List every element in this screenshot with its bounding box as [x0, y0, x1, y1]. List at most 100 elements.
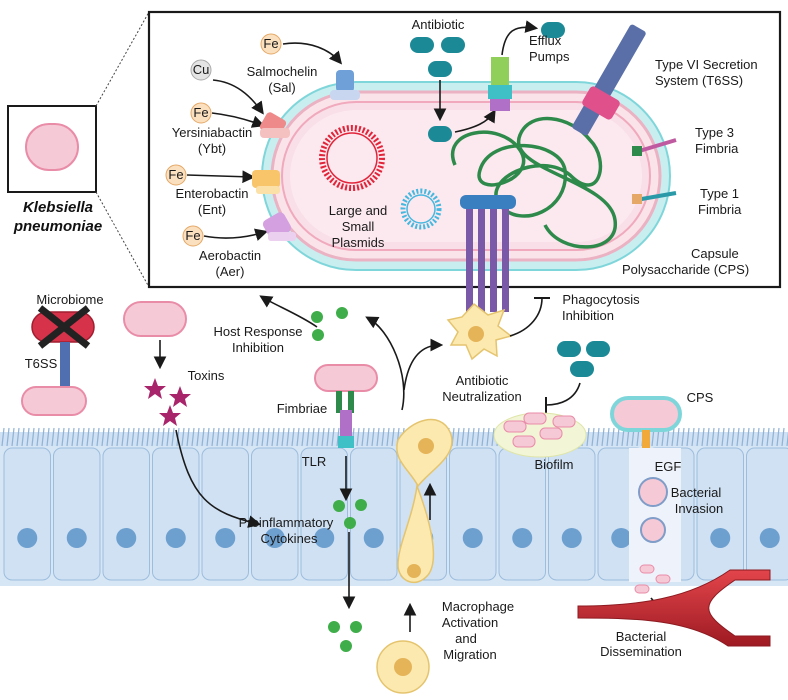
- fe-ion-label-sal: Fe: [263, 36, 278, 51]
- cilium: [76, 427, 80, 447]
- cilium: [151, 427, 155, 447]
- cell-nucleus: [759, 528, 780, 548]
- cilium: [216, 427, 220, 447]
- enterobactin-abbrev: (Ent): [198, 202, 226, 217]
- epithelial-cell: [102, 447, 150, 581]
- t6ss-label-2: System (T6SS): [655, 73, 743, 88]
- cilium: [66, 427, 70, 447]
- cilium: [126, 427, 130, 447]
- cilium: [61, 427, 65, 447]
- cilium: [21, 427, 25, 447]
- cilium: [486, 427, 490, 447]
- cytokines-label-2: Cytokines: [260, 531, 318, 546]
- cilium: [106, 427, 110, 447]
- cilium: [371, 427, 375, 447]
- cilium: [676, 427, 680, 447]
- tlr-receptor-icon: [338, 410, 354, 448]
- bacterium-thumbnail-box: [7, 105, 97, 193]
- cilium: [121, 427, 125, 447]
- arrow-fe-to-sal: [282, 42, 343, 65]
- cilium: [261, 427, 265, 447]
- cilium: [271, 427, 275, 447]
- cilium: [141, 427, 145, 447]
- arrow-to-phagocyte: [403, 338, 444, 391]
- cell-nucleus: [363, 528, 384, 548]
- cell-nucleus: [17, 528, 38, 548]
- capsule-label-2: Polysaccharide (CPS): [622, 262, 749, 277]
- cytokine-dots-mid: [333, 499, 367, 529]
- efflux-label-2: Pumps: [529, 49, 570, 64]
- cilium: [591, 427, 595, 447]
- cilium: [191, 427, 195, 447]
- cross-out-icon: [37, 305, 91, 349]
- cu-ion-icon: [190, 59, 212, 81]
- invasion-channel: [629, 448, 681, 582]
- epithelial-cell: [350, 447, 398, 581]
- toxins-label: Toxins: [188, 368, 225, 383]
- cilium: [476, 427, 480, 447]
- cilium: [51, 427, 55, 447]
- cilium: [171, 427, 175, 447]
- species-name-line2: pneumoniae: [13, 218, 102, 235]
- salmochelin-label: Salmochelin: [247, 64, 318, 79]
- cilium: [766, 427, 770, 447]
- type1-fimbria-label-1: Type 1: [700, 186, 739, 201]
- aerobactin-receptor-icon: [262, 212, 296, 241]
- cilium: [156, 427, 160, 447]
- antibiotic-molecules-host: [557, 341, 610, 377]
- cilium: [266, 427, 270, 447]
- cilium: [606, 427, 610, 447]
- cilium: [206, 427, 210, 447]
- cilium: [131, 427, 135, 447]
- cilium: [6, 427, 10, 447]
- cilium: [456, 427, 460, 447]
- cilium: [36, 427, 40, 447]
- cilium: [746, 427, 750, 447]
- yersiniabactin-label: Yersiniabactin: [172, 125, 252, 140]
- cps-label: CPS: [687, 390, 714, 405]
- cilium: [726, 427, 730, 447]
- cilium: [111, 427, 115, 447]
- arrow-fe-to-ent: [186, 170, 256, 184]
- plasmids-label-2: Small: [342, 219, 375, 234]
- cilium: [361, 427, 365, 447]
- fimbriae-icon: [336, 391, 354, 413]
- arrow-fe-to-ybt: [211, 112, 266, 128]
- cilium: [776, 427, 780, 447]
- fe-ion-icon-ybt: [190, 102, 212, 124]
- macrophage-squeezing-icon: [397, 483, 435, 584]
- fe-ion-label-aer: Fe: [185, 228, 200, 243]
- cilium: [751, 427, 755, 447]
- t6ss-host-label: T6SS: [25, 356, 58, 371]
- cilium: [116, 427, 120, 447]
- cilium: [691, 427, 695, 447]
- tlr-label: TLR: [302, 454, 327, 469]
- plasmids-label-3: Plasmids: [332, 235, 385, 250]
- cilium: [366, 427, 370, 447]
- arrow-antibiotic-out: [501, 20, 539, 56]
- cilium: [306, 427, 310, 447]
- cilium: [716, 427, 720, 447]
- cilium: [226, 427, 230, 447]
- cilium: [181, 427, 185, 447]
- cilium: [286, 427, 290, 447]
- antibiotic-neut-label-2: Neutralization: [442, 389, 522, 404]
- macrophage-label-3: and: [455, 631, 477, 646]
- arrow-cytokine-up: [365, 316, 405, 411]
- type3-fimbria-icon: [632, 138, 677, 156]
- salmochelin-receptor-icon: [330, 70, 360, 100]
- yersiniabactin-receptor-icon: [259, 112, 290, 138]
- cilium: [81, 427, 85, 447]
- cilium: [681, 427, 685, 447]
- cilium: [331, 427, 335, 447]
- macrophage-migrating-icon: [396, 418, 453, 488]
- cilium: [221, 427, 225, 447]
- cilium: [246, 427, 250, 447]
- disseminating-bacteria: [634, 564, 671, 594]
- invasion-label-2: Invasion: [675, 501, 723, 516]
- epithelial-cell: [53, 447, 101, 581]
- type1-fimbria-label-2: Fimbria: [698, 202, 742, 217]
- epithelial-cell: [300, 447, 348, 581]
- epithelial-cell: [152, 447, 200, 581]
- chromosome-icon: [450, 117, 617, 249]
